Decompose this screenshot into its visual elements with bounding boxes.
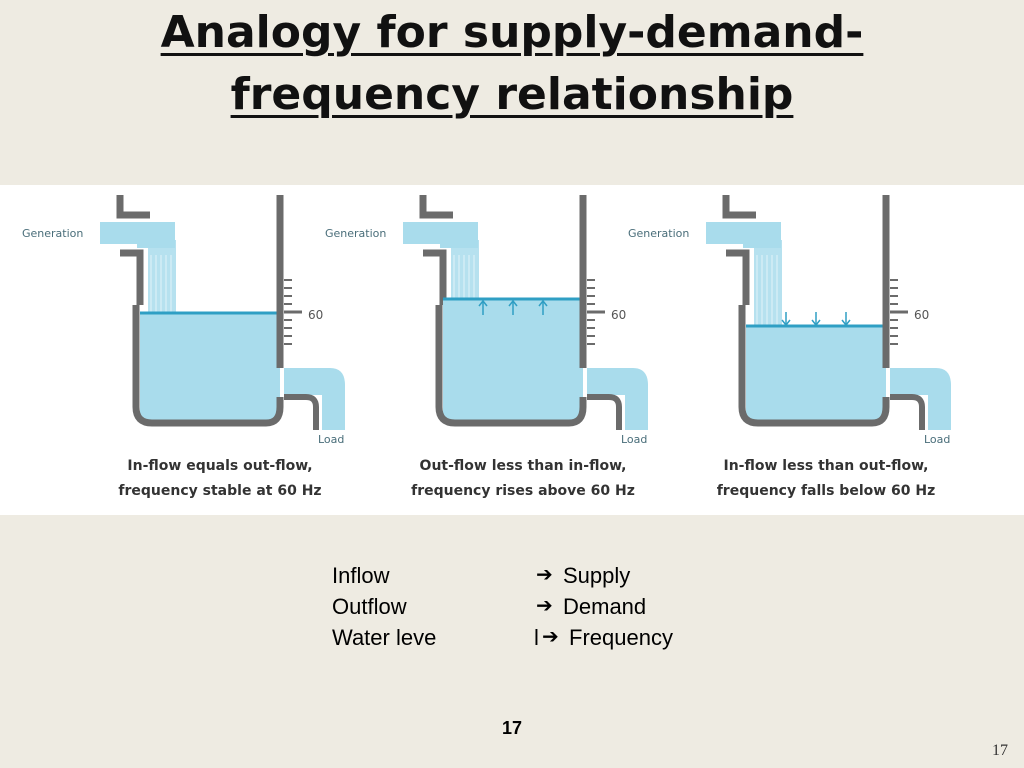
right-arrow-icon: ➔: [542, 626, 559, 648]
tank-wall: [738, 305, 890, 427]
tank-wall: [132, 305, 284, 427]
generation-label: Generation: [22, 227, 83, 240]
legend-value: Supply: [563, 563, 631, 588]
outflow-stream: [928, 395, 951, 430]
page-number-center: 17: [501, 718, 523, 738]
tank-water: [140, 313, 280, 420]
outflow-stream: [322, 395, 345, 430]
arrowhead: [538, 299, 548, 307]
caption-line-2: frequency stable at 60 Hz: [118, 483, 321, 499]
load-label: Load: [318, 433, 344, 446]
arrowhead: [841, 319, 851, 327]
arrowhead: [478, 299, 488, 307]
scale-label-60: 60: [308, 308, 323, 322]
analogy-legend: Inflow ➔ Supply Outflow ➔ Demand Water l…: [332, 560, 732, 653]
arrowhead: [508, 299, 518, 307]
legend-term: Outflow: [332, 594, 407, 619]
caption-line-2: frequency rises above 60 Hz: [411, 483, 635, 499]
caption-line-1: In-flow less than out-flow,: [723, 458, 928, 474]
slide-title-line2: frequency relationship: [230, 69, 794, 120]
right-arrow-icon: ➔: [536, 595, 553, 617]
inflow-stream: [754, 240, 782, 326]
legend-row-water-level: Water leve l ➔ Frequency: [332, 622, 732, 653]
slide-title: Analogy for supply-demand- frequency rel…: [0, 2, 1024, 126]
outlet-pipe-wall: [284, 394, 319, 430]
inflow-stream: [148, 240, 176, 313]
inlet-pipe-wall: [419, 195, 453, 305]
caption-line-1: Out-flow less than in-flow,: [420, 458, 627, 474]
legend-value: Demand: [563, 594, 647, 619]
caption-line-1: In-flow equals out-flow,: [127, 458, 312, 474]
arrowhead: [811, 319, 821, 327]
legend-value: Frequency: [569, 625, 673, 650]
slide-title-line1: Analogy for supply-demand-: [160, 7, 864, 58]
legend-term: Inflow: [332, 563, 390, 588]
scale-label-60: 60: [611, 308, 626, 322]
load-label: Load: [924, 433, 950, 446]
load-label: Load: [621, 433, 647, 446]
legend-row-outflow: Outflow ➔ Demand: [332, 591, 732, 622]
right-arrow-icon: ➔: [536, 564, 553, 586]
tank-water: [443, 299, 583, 420]
legend-prefix: l: [534, 625, 539, 650]
caption-line-2: frequency falls below 60 Hz: [717, 483, 936, 499]
legend-row-inflow: Inflow ➔ Supply: [332, 560, 732, 591]
generation-label: Generation: [628, 227, 689, 240]
outlet-pipe-wall: [890, 394, 925, 430]
outflow-stream: [625, 395, 648, 430]
inflow-stream: [451, 240, 479, 299]
legend-term: Water leve: [332, 625, 437, 650]
tank-wall: [435, 305, 587, 427]
generation-label: Generation: [325, 227, 386, 240]
outlet-pipe-wall: [587, 394, 622, 430]
scale-label-60: 60: [914, 308, 929, 322]
page-number-right: 17: [992, 742, 1008, 759]
inlet-pipe-wall: [722, 195, 756, 305]
inlet-pipe-wall: [116, 195, 150, 305]
arrowhead: [781, 319, 791, 327]
tank-water: [746, 326, 886, 420]
